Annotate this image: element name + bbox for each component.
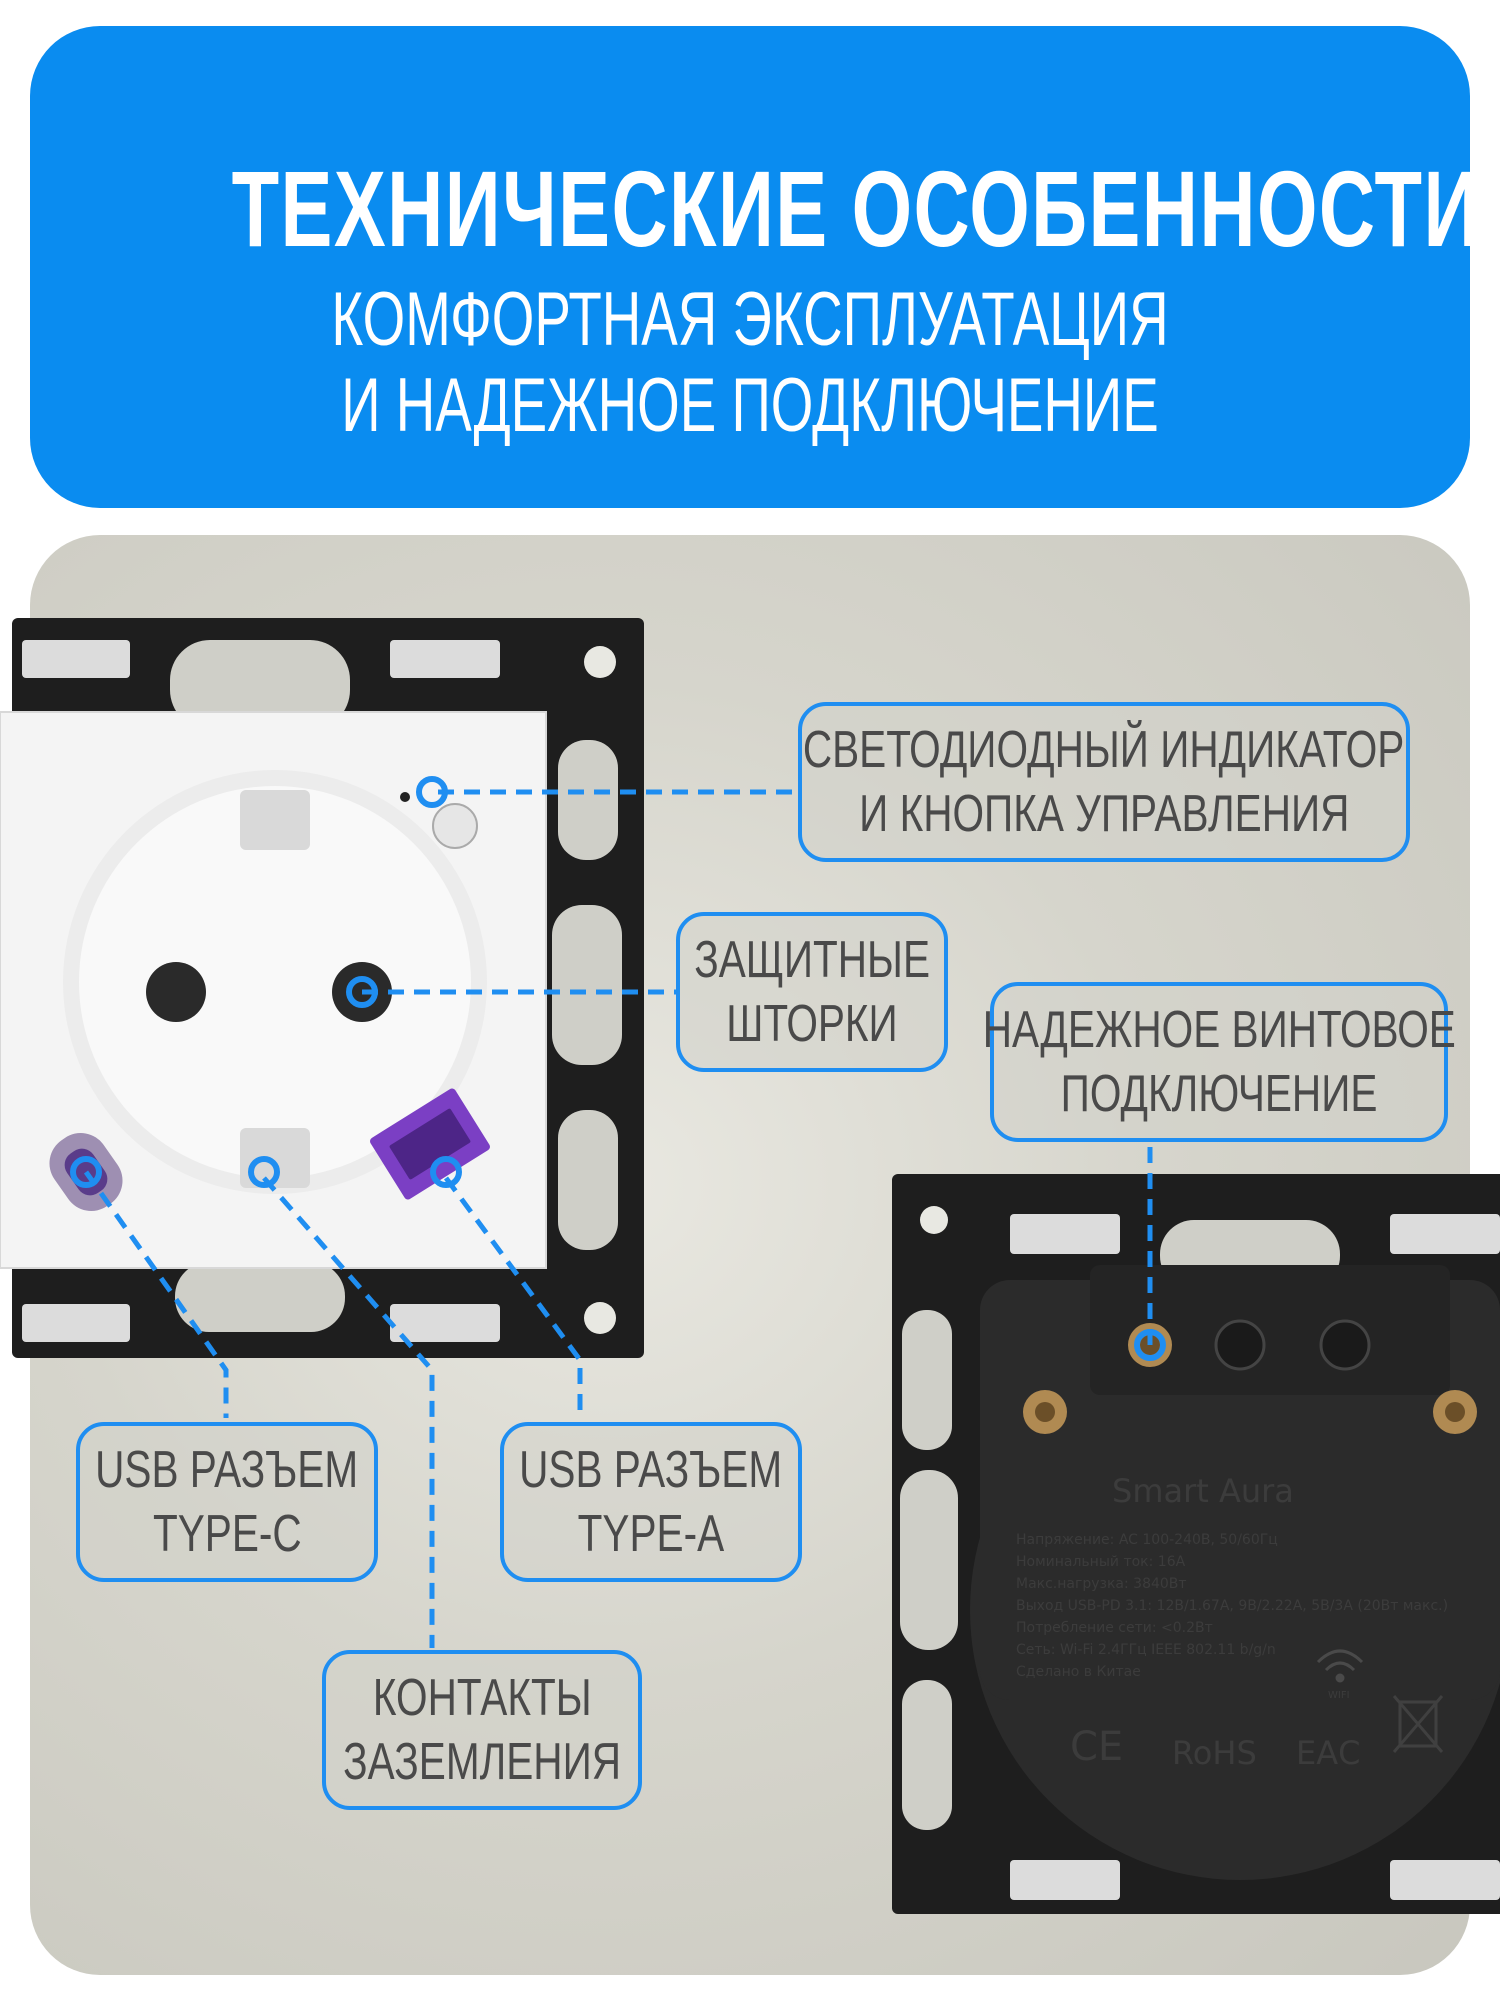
callout-screw-line-2: ПОДКЛЮЧЕНИЕ [1060, 1065, 1378, 1123]
callout-shutters-line-1: ЗАЩИТНЫЕ [694, 931, 930, 989]
wifi-icon [1316, 1649, 1364, 1683]
back-mounting-frame [892, 1174, 1500, 1914]
spec-line-2: Номинальный ток: 16А [1016, 1554, 1186, 1570]
callout-screw-connection: НАДЕЖНОЕ ВИНТОВОЕ ПОДКЛЮЧЕНИЕ [982, 982, 1456, 1142]
callout-usb-type-c: USB РАЗЪЕМ TYPE-C [76, 1422, 378, 1582]
callout-usb-a-line-1: USB РАЗЪЕМ [519, 1441, 783, 1499]
subtitle-line-2: И НАДЕЖНОЕ ПОДКЛЮЧЕНИЕ [341, 363, 1159, 448]
spec-line-3: Макс.нагрузка: 3840Вт [1016, 1576, 1187, 1592]
subtitle-line-1: КОМФОРТНАЯ ЭКСПЛУАТАЦИЯ [331, 277, 1169, 362]
eac-mark: ЕАС [1296, 1734, 1360, 1772]
brand-text: Smart Aura [1112, 1472, 1294, 1510]
spec-line-4: Выход USB-PD 3.1: 12В/1.67А, 9В/2.22А, 5… [1016, 1598, 1448, 1614]
spec-line-1: Напряжение: AC 100-240В, 50/60Гц [1016, 1532, 1278, 1548]
callout-anchor-dots [70, 776, 1166, 1361]
weee-bin-icon [1392, 1695, 1444, 1753]
callout-shutters-line-2: ШТОРКИ [726, 995, 898, 1053]
spec-line-5: Потребление сети: <0.2Вт [1016, 1620, 1213, 1636]
callout-ground-line-2: ЗАЗЕМЛЕНИЯ [343, 1733, 621, 1791]
callout-usb-type-a: USB РАЗЪЕМ TYPE-A [500, 1422, 802, 1582]
wifi-caption: WIFI [1328, 1690, 1350, 1701]
callout-usb-a-line-2: TYPE-A [577, 1505, 725, 1563]
callout-ground-contacts: КОНТАКТЫ ЗАЗЕМЛЕНИЯ [322, 1650, 642, 1810]
callout-led-indicator: СВЕТОДИОДНЫЙ ИНДИКАТОР И КНОПКА УПРАВЛЕН… [798, 702, 1410, 862]
callout-usb-c-line-1: USB РАЗЪЕМ [95, 1441, 359, 1499]
callout-screw-line-1: НАДЕЖНОЕ ВИНТОВОЕ [982, 1001, 1456, 1059]
callout-led-line-1: СВЕТОДИОДНЫЙ ИНДИКАТОР [803, 721, 1405, 779]
callout-led-line-2: И КНОПКА УПРАВЛЕНИЯ [858, 785, 1350, 843]
spec-line-7: Сделано в Китае [1016, 1664, 1141, 1680]
callout-usb-c-line-2: TYPE-C [152, 1505, 302, 1563]
callout-ground-line-1: КОНТАКТЫ [372, 1669, 592, 1727]
rohs-mark: RoHS [1172, 1734, 1257, 1772]
callout-leader-lines [83, 789, 1153, 1648]
back-module-label: Smart Aura Напряжение: AC 100-240В, 50/6… [1016, 1472, 1448, 1772]
ce-mark: CE [1070, 1724, 1123, 1770]
spec-line-6: Сеть: Wi-Fi 2.4ГГц IEEE 802.11 b/g/n [1016, 1642, 1276, 1658]
callout-protective-shutters: ЗАЩИТНЫЕ ШТОРКИ [676, 912, 948, 1072]
header-banner: ТЕХНИЧЕСКИЕ ОСОБЕННОСТИ КОМФОРТНАЯ ЭКСПЛ… [30, 26, 1479, 508]
